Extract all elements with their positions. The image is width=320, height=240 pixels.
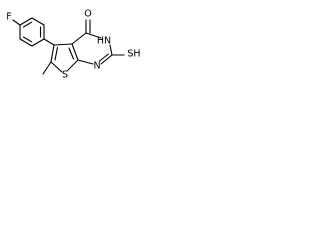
bond-n3-c2 <box>109 44 113 56</box>
bond-c6-s <box>50 61 63 73</box>
thiophene-ring <box>50 43 79 73</box>
pyrimidinone-ring <box>71 32 113 65</box>
bond-n1-c7a <box>77 59 94 65</box>
bond-benzene-double-1 <box>22 21 33 28</box>
bond-c5-c6 <box>50 44 55 63</box>
atom-label-thiophene-sulfur: S <box>62 70 68 81</box>
atom-label-ring-nh: HN <box>97 36 111 47</box>
bond-c4a-c5 <box>53 43 73 46</box>
bond-c5-c6-double <box>54 46 59 61</box>
bond-benzene-3 <box>31 38 45 47</box>
bond-benzene-6 <box>19 17 33 26</box>
bond-c4a-c7a-double <box>68 47 75 60</box>
atom-label-ring-n: N <box>93 61 100 72</box>
bond-c4a-c7a <box>71 43 79 61</box>
bond-benzene-4 <box>19 38 33 47</box>
atom-label-carbonyl-oxygen: O <box>84 9 91 20</box>
bond-c-f <box>12 19 21 26</box>
bond-c4-n3 <box>85 32 102 39</box>
bond-c2-n1 <box>100 54 113 65</box>
atom-label-fluorine: F <box>6 12 11 23</box>
atom-label-thiol: SH <box>127 49 140 60</box>
bond-c6-methyl <box>42 61 52 75</box>
bond-s-c7a <box>66 59 79 72</box>
bond-benzene-1 <box>31 17 45 26</box>
chemical-structure-diagram: F O HN N SH S <box>6 9 140 81</box>
bond-c2-n1-double <box>98 53 110 62</box>
bond-benzene-double-3 <box>22 36 33 43</box>
bond-c4a-c4 <box>71 32 87 45</box>
bond-phenyl-thiophene <box>43 38 55 46</box>
fluorophenyl-ring <box>19 17 45 47</box>
